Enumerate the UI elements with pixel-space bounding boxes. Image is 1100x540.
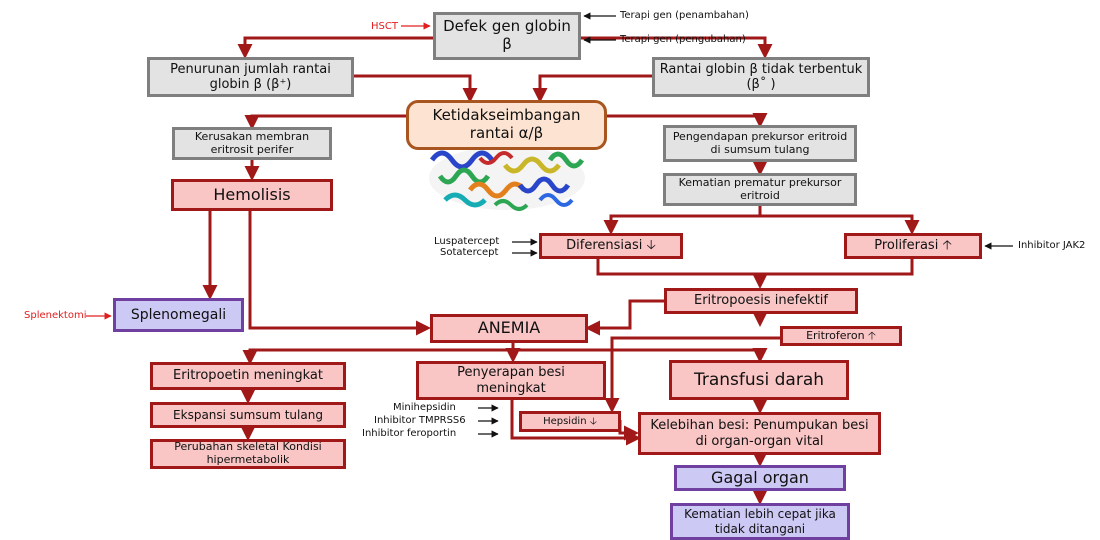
node-eritroferon: Eritroferon 🡡 [780, 326, 902, 346]
therapy-gen-pengubahan: Terapi gen (pengubahan) [620, 34, 746, 45]
therapy-feroportin: Inhibitor feroportin [362, 428, 457, 439]
therapy-gen-penambahan: Terapi gen (penambahan) [620, 10, 749, 21]
node-penurunan-jumlah: Penurunan jumlah rantai globin β (β⁺) [147, 57, 354, 97]
therapy-sotatercept: Sotatercept [440, 247, 499, 258]
node-kelebihan-besi: Kelebihan besi: Penumpukan besi di organ… [638, 412, 881, 455]
node-pengendapan: Pengendapan prekursor eritroid di sumsum… [663, 125, 857, 162]
node-anemia: ANEMIA [430, 314, 588, 343]
node-rantai-tidak-terbentuk: Rantai globin β tidak terbentuk (β˚ ) [652, 57, 870, 97]
node-kerusakan-membran: Kerusakan membran eritrosit perifer [172, 127, 332, 160]
therapy-splenektomi: Splenektomi [24, 310, 87, 321]
therapy-jak2: Inhibitor JAK2 [1018, 240, 1086, 251]
arrow-tidak-to-ketidakseimbangan [532, 74, 652, 103]
node-eritropoetin: Eritropoetin meningkat [150, 362, 346, 390]
therapy-hsct: HSCT [371, 21, 398, 32]
arrow-anemia-to-eritropoetin [242, 348, 513, 365]
therapy-tmprss6: Inhibitor TMPRSS6 [374, 415, 466, 426]
arrow-to-diferensiasi [603, 206, 762, 235]
arrow-anemia-to-transfusi [513, 348, 768, 363]
node-penyerapan-besi: Penyerapan besi meningkat [416, 361, 606, 400]
arrow-eritropoesis-to-anemia [585, 299, 664, 336]
node-transfusi: Transfusi darah [669, 360, 849, 400]
node-ekspansi: Ekspansi sumsum tulang [150, 402, 346, 428]
arrow-hepsidin-to-kelebihan [618, 420, 639, 441]
node-gagal-organ: Gagal organ [674, 465, 846, 491]
node-kematian-lebih-cepat: Kematian lebih cepat jika tidak ditangan… [670, 503, 850, 540]
arrow-join-to-eritropoesis [596, 259, 914, 276]
node-perubahan-skeletal: Perubahan skeletal Kondisi hipermetaboli… [150, 439, 346, 469]
node-hepsidin: Hepsidin 🡣 [519, 411, 621, 432]
node-eritropoesis: Eritropoesis inefektif [664, 288, 858, 314]
arrow-defek-to-penurunan [237, 36, 433, 59]
node-ketidakseimbangan: Ketidakseimbangan rantai α/β [406, 100, 607, 150]
arrow-penurunan-to-ketidakseimbangan [352, 74, 478, 103]
arrow-defek-to-tidak-terbentuk [580, 36, 773, 59]
therapy-minihepsidin: Minihepsidin [393, 402, 456, 413]
protein-structure-image [429, 146, 585, 211]
arrow-eritroferon-to-hepsidin [604, 336, 790, 413]
node-kematian-prematur: Kematian prematur prekursor eritroid [663, 173, 857, 206]
node-diferensiasi: Diferensiasi 🡣 [539, 233, 683, 259]
therapy-luspatercept: Luspatercept [434, 236, 500, 247]
arrow-to-proliferasi [760, 214, 920, 235]
node-splenomegali: Splenomegali [113, 298, 244, 332]
arrow-hemolisis-to-anemia [248, 211, 431, 336]
arrow-penyerapan-to-kelebihan [510, 400, 641, 446]
node-defek-gen: Defek gen globin β [433, 12, 581, 60]
node-hemolisis: Hemolisis [171, 179, 333, 211]
arrow-to-pengendapan [606, 113, 768, 128]
node-proliferasi: Proliferasi 🡡 [844, 233, 982, 259]
arrow-to-kerusakan [244, 114, 408, 130]
